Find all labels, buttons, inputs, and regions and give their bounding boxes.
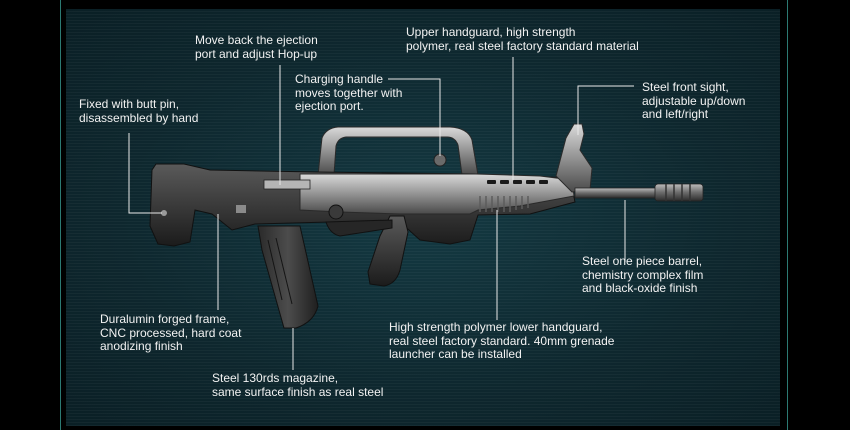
leader-butt-pin (128, 133, 162, 214)
flash-hider (654, 183, 704, 202)
callout-lower-handguard: High strength polymer lower handguard, r… (389, 320, 615, 361)
callout-front-sight: Steel front sight, adjustable up/down an… (642, 80, 746, 121)
magazine (257, 225, 319, 329)
handguard-ribs (479, 196, 529, 212)
left-border-line (60, 0, 61, 430)
receiver-pin (328, 204, 344, 220)
butt-pin (161, 210, 167, 216)
callout-upper-handguard: Upper handguard, high strength polymer, … (406, 25, 639, 53)
callout-butt-pin: Fixed with butt pin, disassembled by han… (79, 97, 199, 125)
leader-charging (388, 78, 441, 156)
handguard-vents (487, 180, 548, 184)
trigger-guard (325, 219, 393, 237)
stock-detail (236, 205, 246, 213)
pistol-grip (367, 215, 409, 287)
callout-barrel: Steel one piece barrel, chemistry comple… (582, 254, 704, 295)
callout-ejection-port: Move back the ejection port and adjust H… (195, 33, 318, 61)
leader-front-sight (577, 85, 634, 135)
callout-magazine: Steel 130rds magazine, same surface fini… (212, 371, 384, 399)
callout-frame: Duralumin forged frame, CNC processed, h… (100, 312, 242, 353)
ejection-port (263, 179, 311, 190)
right-border-line (787, 0, 788, 430)
callout-charging-handle: Charging handle moves together with ejec… (295, 72, 403, 113)
